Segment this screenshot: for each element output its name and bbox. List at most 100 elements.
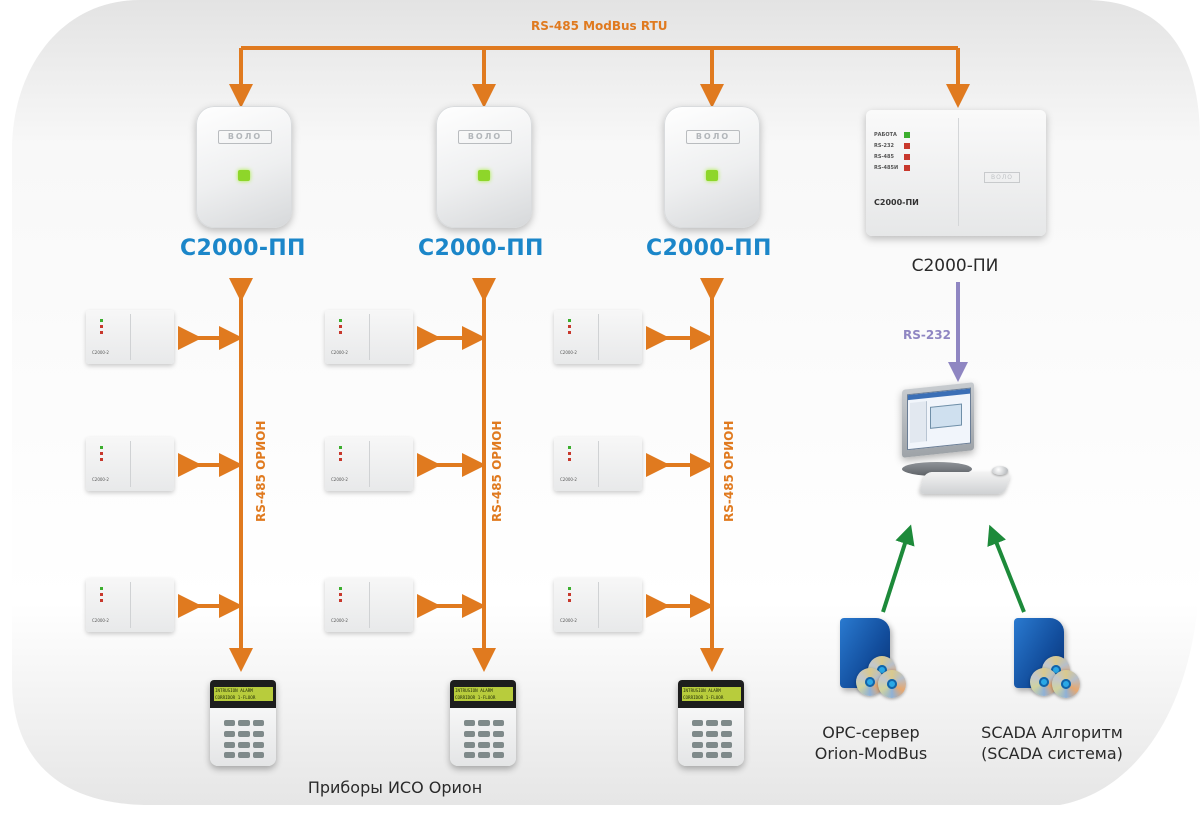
key-icon <box>478 741 490 748</box>
key-icon <box>478 730 490 737</box>
status-led-icon <box>706 170 718 181</box>
key-icon <box>464 752 476 759</box>
led-red-icon <box>100 458 103 461</box>
key-icon <box>224 752 236 759</box>
converter-device: ВОЛО <box>196 106 292 228</box>
indicator-led-icon <box>904 154 910 160</box>
keypad-buttons <box>224 720 264 760</box>
converter-device: ВОЛО <box>664 106 760 228</box>
orion-device: С2000-2 <box>86 578 174 632</box>
key-icon <box>478 720 490 726</box>
led-red-icon <box>339 458 342 461</box>
opc-server-label-line1: OPC-сервер <box>822 723 920 742</box>
monitor-icon <box>902 382 974 458</box>
key-icon <box>252 730 264 737</box>
key-icon <box>692 730 704 737</box>
led-red-icon <box>339 599 342 602</box>
led-green-icon <box>339 446 342 449</box>
orion-device: С2000-2 <box>86 310 174 364</box>
device-name: С2000-2 <box>331 350 348 355</box>
key-icon <box>238 741 250 748</box>
led-red-icon <box>100 331 103 334</box>
device-panel <box>558 314 599 360</box>
led-green-icon <box>100 319 103 322</box>
orion-device: С2000-2 <box>325 310 413 364</box>
scada-label-line1: SCADA Алгоритм <box>981 723 1123 742</box>
keyboard-icon <box>918 472 1012 494</box>
orion-device: С2000-2 <box>325 578 413 632</box>
orion-devices-caption: Приборы ИСО Орион <box>307 778 483 797</box>
converter-device: ВОЛО <box>436 106 532 228</box>
indicator-label: RS-485 <box>874 154 894 160</box>
key-icon <box>464 741 476 748</box>
key-icon <box>464 720 476 726</box>
brand-logo: ВОЛО <box>218 130 272 144</box>
led-red-icon <box>568 452 571 455</box>
led-green-icon <box>100 587 103 590</box>
led-green-icon <box>568 319 571 322</box>
key-icon <box>492 730 504 737</box>
key-icon <box>238 730 250 737</box>
status-led-icon <box>478 170 490 181</box>
key-icon <box>238 720 250 726</box>
lcd-line-2: CORRIDOR 1-FLOOR <box>455 695 496 700</box>
indicator-label: RS-485И <box>874 165 899 171</box>
brand-logo: ВОЛО <box>458 130 512 144</box>
led-red-icon <box>568 599 571 602</box>
device-name: С2000-2 <box>92 350 109 355</box>
key-icon <box>478 752 490 759</box>
device-name: С2000-2 <box>92 618 109 623</box>
led-red-icon <box>568 458 571 461</box>
device-panel <box>558 441 599 487</box>
orion-bus-label: RS-485 ОРИОН <box>254 420 268 522</box>
lcd-line-2: CORRIDOR 1-FLOOR <box>215 695 256 700</box>
key-icon <box>706 730 718 737</box>
indicator-panel <box>874 118 959 226</box>
led-red-icon <box>568 325 571 328</box>
mouse-icon <box>992 466 1008 475</box>
interface-case-label: С2000-ПИ <box>874 198 919 207</box>
key-icon <box>224 730 236 737</box>
key-icon <box>224 741 236 748</box>
key-icon <box>252 720 264 726</box>
converter-label: С2000-ПП <box>646 236 772 261</box>
converter-label: С2000-ПП <box>180 236 306 261</box>
keypad-buttons <box>464 720 504 760</box>
key-icon <box>692 720 704 726</box>
scada-label: SCADA Алгоритм (SCADA система) <box>962 722 1142 764</box>
key-icon <box>252 752 264 759</box>
led-red-icon <box>100 452 103 455</box>
key-icon <box>492 741 504 748</box>
modbus-bus-label: RS-485 ModBus RTU <box>531 19 668 33</box>
indicator-led-icon <box>904 132 910 138</box>
brand-logo: ВОЛО <box>984 172 1020 183</box>
device-panel <box>329 314 370 360</box>
opc-server-label: OPC-сервер Orion-ModBus <box>796 722 946 764</box>
rs232-label: RS-232 <box>903 328 951 342</box>
led-red-icon <box>100 593 103 596</box>
orion-device: С2000-2 <box>325 437 413 491</box>
orion-device: С2000-2 <box>86 437 174 491</box>
led-green-icon <box>568 587 571 590</box>
device-name: С2000-2 <box>331 618 348 623</box>
keypad-buttons <box>692 720 732 760</box>
cd-icon <box>1052 670 1080 698</box>
computer-workstation-icon <box>890 380 1020 520</box>
device-panel <box>558 582 599 628</box>
opc-server-label-line2: Orion-ModBus <box>814 744 928 763</box>
lcd-line-1: INTRUSION ALARM <box>683 688 721 693</box>
brand-logo: ВОЛО <box>686 130 740 144</box>
key-icon <box>720 741 732 748</box>
scada-software-icon <box>1012 618 1092 708</box>
orion-device: С2000-2 <box>554 437 642 491</box>
device-name: С2000-2 <box>560 350 577 355</box>
orion-bus-label: RS-485 ОРИОН <box>490 420 504 522</box>
device-name: С2000-2 <box>560 477 577 482</box>
led-red-icon <box>339 452 342 455</box>
key-icon <box>692 741 704 748</box>
led-green-icon <box>568 446 571 449</box>
